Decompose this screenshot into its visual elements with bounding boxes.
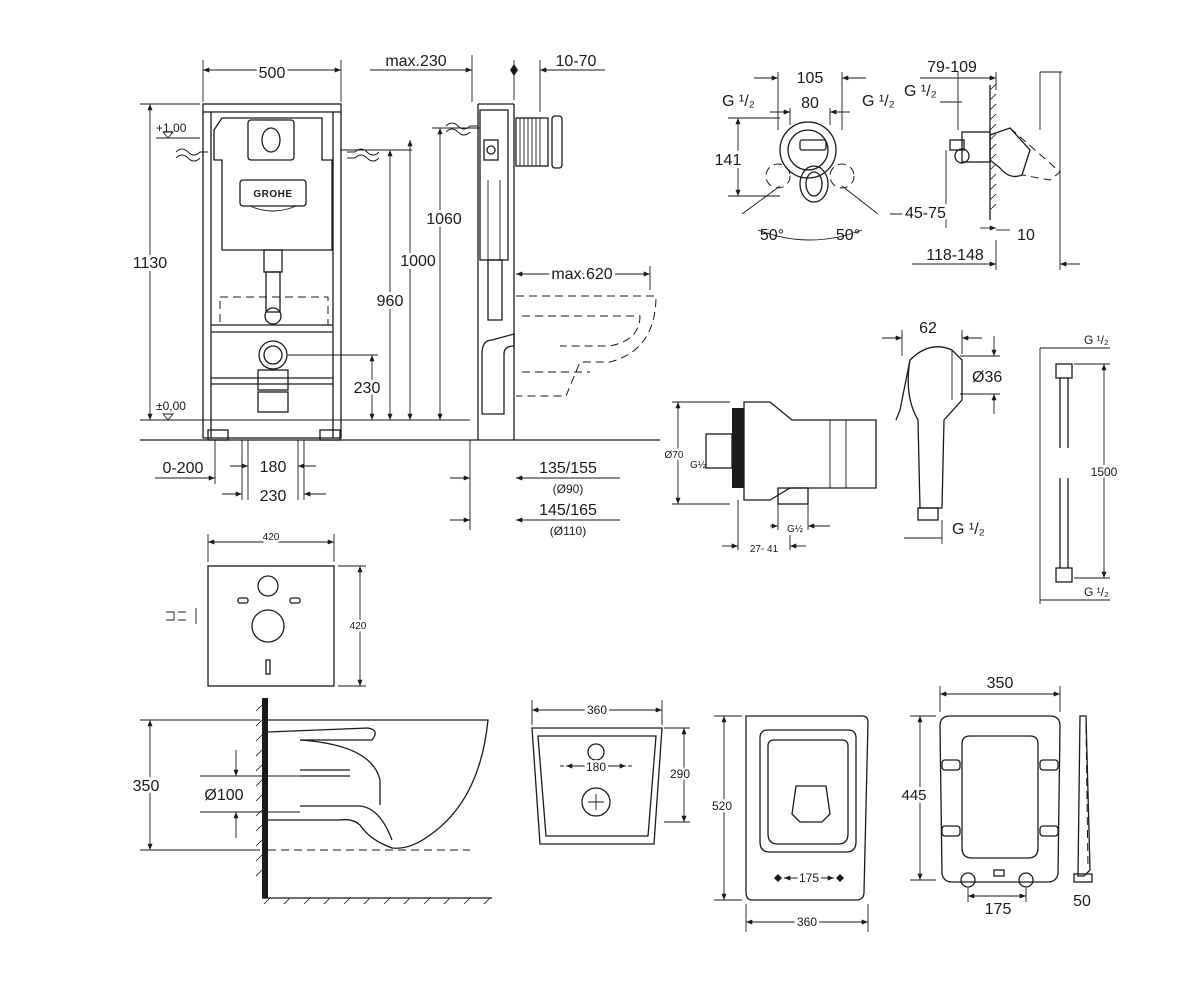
hose-thread-bottom: G ¹/₂ — [1084, 585, 1109, 599]
dim-height-960: 960 — [377, 293, 404, 310]
dim-bowl-350: 350 — [133, 778, 160, 795]
installation-frame-side-view: max.230 10-70 max.620 135/155 (Ø90) 145/… — [370, 53, 657, 538]
dim-pipe-145-165: 145/165 — [539, 502, 597, 519]
dim-bolt-180: 180 — [260, 459, 287, 476]
dim-side-118-148: 118-148 — [926, 247, 984, 264]
installation-frame-front-view: GROHE 500 1130 +1,00 ±0,00 — [130, 60, 660, 505]
dim-top-360: 360 — [797, 915, 817, 929]
dim-frame-width: 500 — [259, 65, 286, 82]
dim-max-230: max.230 — [385, 53, 446, 70]
dim-shower-62: 62 — [919, 320, 937, 337]
dim-angle-right: 50° — [836, 227, 860, 244]
mixer-thread-right: G ¹/₂ — [862, 93, 895, 110]
dim-pipe-135-155: 135/155 — [539, 460, 597, 477]
dim-side-79-109: 79-109 — [927, 59, 977, 76]
dim-height-1060: 1060 — [426, 211, 462, 228]
dim-side-10: 10 — [1017, 227, 1035, 244]
dim-pipe-d110: (Ø110) — [550, 524, 586, 538]
dim-back-290: 290 — [670, 767, 690, 781]
dim-bolt-230: 230 — [260, 488, 287, 505]
brand-logo: GROHE — [253, 189, 292, 200]
shower-mixer-front-view: 105 80 G ¹/₂ G ¹/₂ 141 50° 50° — [712, 70, 895, 244]
mixer-thread-left: G ¹/₂ — [722, 93, 755, 110]
dim-hose-length: 1500 — [1091, 465, 1118, 479]
dim-back-180: 180 — [586, 760, 606, 774]
toilet-bowl-side-view: 350 Ø100 — [130, 698, 492, 905]
hose-thread-top: G ¹/₂ — [1084, 333, 1109, 347]
dim-mixer-141: 141 — [715, 152, 742, 169]
dim-bowl-d100: Ø100 — [204, 787, 243, 804]
dim-shower-d36: Ø36 — [972, 369, 1002, 386]
level-plus-one: +1,00 — [156, 121, 187, 135]
dim-top-175: 175 — [799, 871, 819, 885]
dim-angle-left: 50° — [760, 227, 784, 244]
dim-plate-width: 420 — [263, 532, 280, 543]
dim-elbow-d70: Ø70 — [665, 450, 684, 461]
dim-seat-175: 175 — [985, 901, 1012, 918]
toilet-bowl-back-view: 360 180 290 — [531, 700, 693, 845]
dim-seat-50: 50 — [1073, 893, 1091, 910]
dim-adjust-10-70: 10-70 — [556, 53, 597, 70]
dim-mixer-80: 80 — [801, 95, 819, 112]
dim-drain-230: 230 — [354, 380, 381, 397]
dim-back-360: 360 — [587, 703, 607, 717]
elbow-thread-in: G½ — [690, 460, 707, 471]
dim-seat-350: 350 — [987, 675, 1014, 692]
shower-hose: G ¹/₂ G ¹/₂ 1500 — [1039, 333, 1120, 604]
side-thread: G ¹/₂ — [904, 83, 937, 100]
dim-mixer-105: 105 — [797, 70, 824, 87]
dim-plate-height: 420 — [350, 621, 367, 632]
dim-side-45-75: 45-75 — [905, 205, 946, 222]
elbow-thread-out: G½ — [787, 524, 804, 535]
toilet-bowl-top-view: 175 520 360 — [709, 715, 869, 932]
dim-pipe-d90: (Ø90) — [553, 482, 584, 496]
dim-foot-adjust: 0-200 — [163, 460, 204, 477]
dim-height-1000: 1000 — [400, 253, 436, 270]
dim-elbow-27-41: 27- 41 — [750, 544, 779, 555]
wall-elbow-connector: Ø70 G½ G½ 27- 41 — [662, 401, 877, 555]
hygienic-hand-shower: 62 Ø36 G ¹/₂ — [882, 320, 1002, 544]
level-zero: ±0,00 — [156, 399, 186, 413]
dim-seat-445: 445 — [901, 787, 926, 804]
acoustic-plate: 420 420 — [166, 530, 369, 687]
dim-frame-height: 1130 — [133, 255, 168, 272]
toilet-seat-view: 350 445 175 50 — [898, 675, 1093, 918]
dim-max-620: max.620 — [551, 266, 612, 283]
shower-mixer-side-view: 79-109 G ¹/₂ 10 45-75 118-148 — [890, 59, 1080, 270]
dim-top-520: 520 — [712, 799, 732, 813]
shower-thread: G ¹/₂ — [952, 521, 985, 538]
